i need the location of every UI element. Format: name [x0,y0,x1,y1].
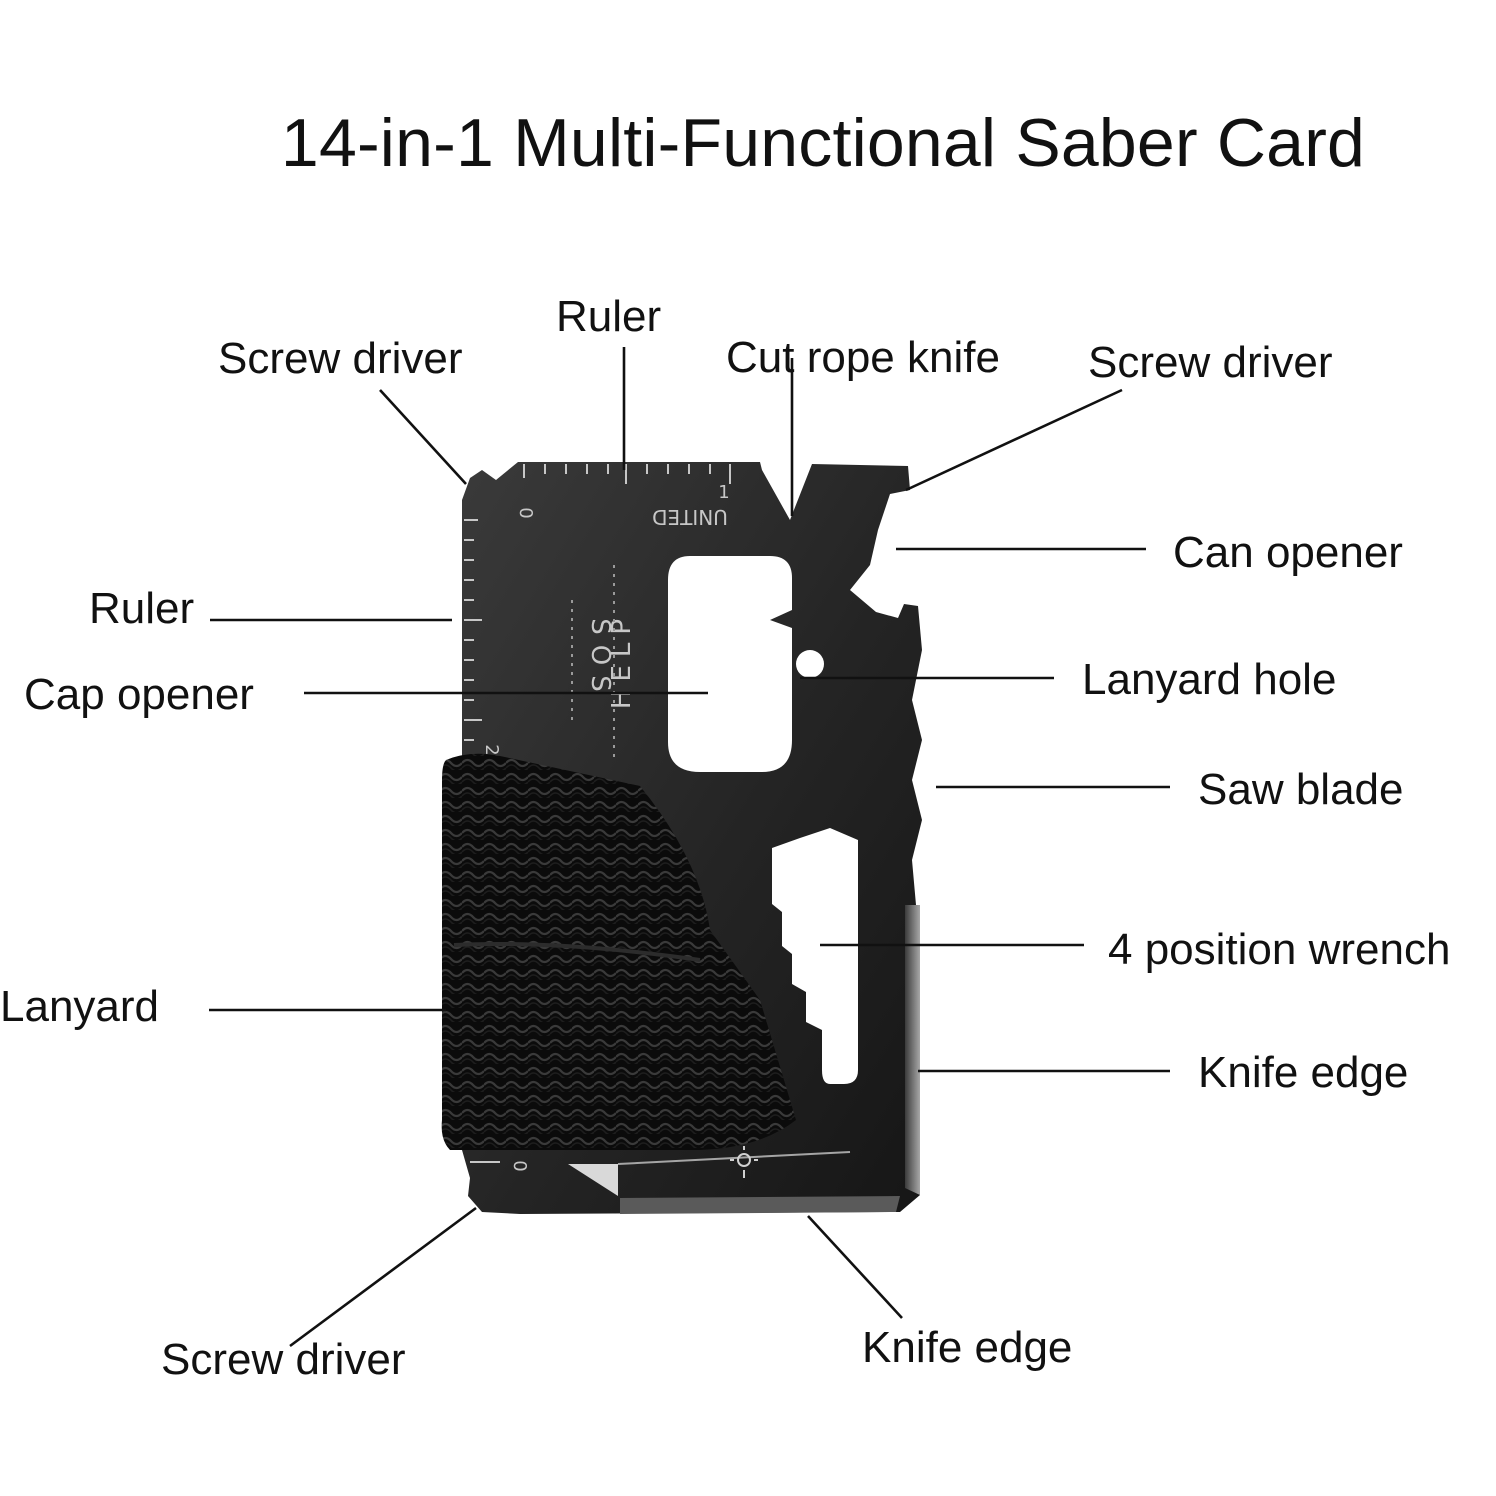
leader-lines [209,347,1170,1348]
leader-screw-driver-top-left [379,389,467,485]
label-screw-driver-top-right: Screw driver [1088,338,1333,387]
ruler-top-zero: 0 [515,507,536,518]
label-ruler-top: Ruler [556,292,662,341]
page-title: 14-in-1 Multi-Functional Saber Card [280,105,1366,181]
label-screw-driver-top-left: Screw driver [218,334,463,383]
label-knife-edge-right: Knife edge [1198,1048,1409,1097]
label-cap-opener: Cap opener [24,670,254,719]
paracord-fold-line [453,942,701,962]
lanyard-hole [796,650,824,678]
sun-icon [730,1146,758,1178]
cap-opener-cutout [668,556,792,772]
label-can-opener: Can opener [1173,528,1403,577]
ruler-side-two: 2 [481,744,502,755]
brand-engraving: UNITED [652,505,728,529]
knife-bevel-bottom [620,1196,900,1214]
label-screw-driver-bottom: Screw driver [161,1335,406,1384]
wrench-cutout [772,828,858,1084]
label-lanyard: Lanyard [0,982,160,1031]
label-saw-blade: Saw blade [1198,765,1404,814]
label-cut-rope-knife: Cut rope knife [726,333,1000,382]
label-knife-edge-bottom: Knife edge [862,1323,1073,1372]
leader-screw-driver-bottom [289,1206,477,1348]
sos-engraving: SOS [585,618,615,701]
ruler-top-one: 1 [718,482,729,503]
top-ruler-ticks [523,464,731,484]
leader-screw-driver-top-right [905,388,1123,492]
knife-bevel-right [905,905,920,1195]
label-ruler-left: Ruler [89,584,195,633]
label-four-position-wrench: 4 position wrench [1108,925,1451,974]
bottom-knife-guide [617,1151,851,1165]
help-engraving: HELP [607,611,637,709]
leader-knife-edge-bottom [807,1215,903,1319]
left-ruler-ticks [464,519,482,741]
ruler-bottom-zero: 0 [509,1160,530,1171]
label-lanyard-hole: Lanyard hole [1082,655,1337,704]
bottom-knife-engraving [568,1164,618,1196]
